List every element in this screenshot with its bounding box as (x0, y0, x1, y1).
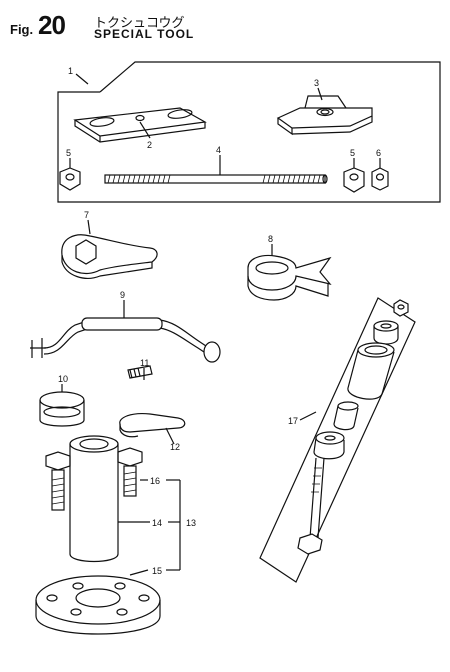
kit-box-outline (57, 61, 441, 203)
threaded-rod-part-4 (104, 174, 328, 184)
leader-2 (139, 121, 151, 139)
leader-1 (75, 73, 89, 85)
brace-handle-part-9 (30, 317, 221, 363)
callout-10: 10 (58, 374, 68, 384)
hex-nut-part-6 (371, 167, 389, 191)
bracket-part-3 (276, 95, 373, 136)
callout-bracket-13 (118, 479, 181, 576)
wrench-part-7 (61, 234, 158, 279)
callout-13: 13 (186, 518, 196, 528)
callout-3: 3 (314, 78, 319, 88)
hex-nut-part-5-right (343, 167, 365, 193)
callout-4: 4 (216, 145, 221, 155)
callout-9: 9 (120, 290, 125, 300)
puller-assembly-part-17 (259, 297, 416, 583)
figure-header: Fig. 20 トクシュコウグ SPECIAL TOOL (10, 10, 310, 42)
title-english: SPECIAL TOOL (94, 27, 195, 41)
callout-5-left: 5 (66, 148, 71, 158)
callout-8: 8 (268, 234, 273, 244)
flange-part-15 (35, 575, 161, 635)
bolt-part-16-right (117, 447, 143, 497)
fig-label: Fig. (10, 22, 34, 37)
leader-3 (317, 87, 323, 101)
leader-17 (299, 411, 317, 421)
clip-part-8 (247, 254, 332, 301)
leader-12 (165, 427, 175, 445)
callout-17: 17 (288, 416, 298, 426)
title-japanese: トクシュコウグ (94, 15, 185, 30)
callout-11: 11 (140, 358, 149, 368)
callout-12: 12 (170, 442, 180, 452)
callout-16: 16 (150, 476, 160, 486)
bolt-part-16-left (45, 451, 71, 511)
fig-number: 20 (38, 10, 66, 40)
callout-5-right: 5 (350, 148, 355, 158)
callout-7: 7 (84, 210, 89, 220)
hex-nut-part-5-left (59, 167, 81, 191)
callout-14: 14 (152, 518, 162, 528)
pin-part-11 (127, 365, 153, 379)
callout-1: 1 (68, 66, 73, 76)
callout-15: 15 (152, 566, 162, 576)
callout-2: 2 (147, 140, 152, 150)
slotted-plate-part-2 (73, 107, 207, 143)
sleeve-part-14 (69, 435, 119, 563)
cap-part-10 (39, 391, 85, 427)
key-part-12 (119, 413, 186, 438)
leader-7 (87, 219, 91, 235)
callout-6: 6 (376, 148, 381, 158)
